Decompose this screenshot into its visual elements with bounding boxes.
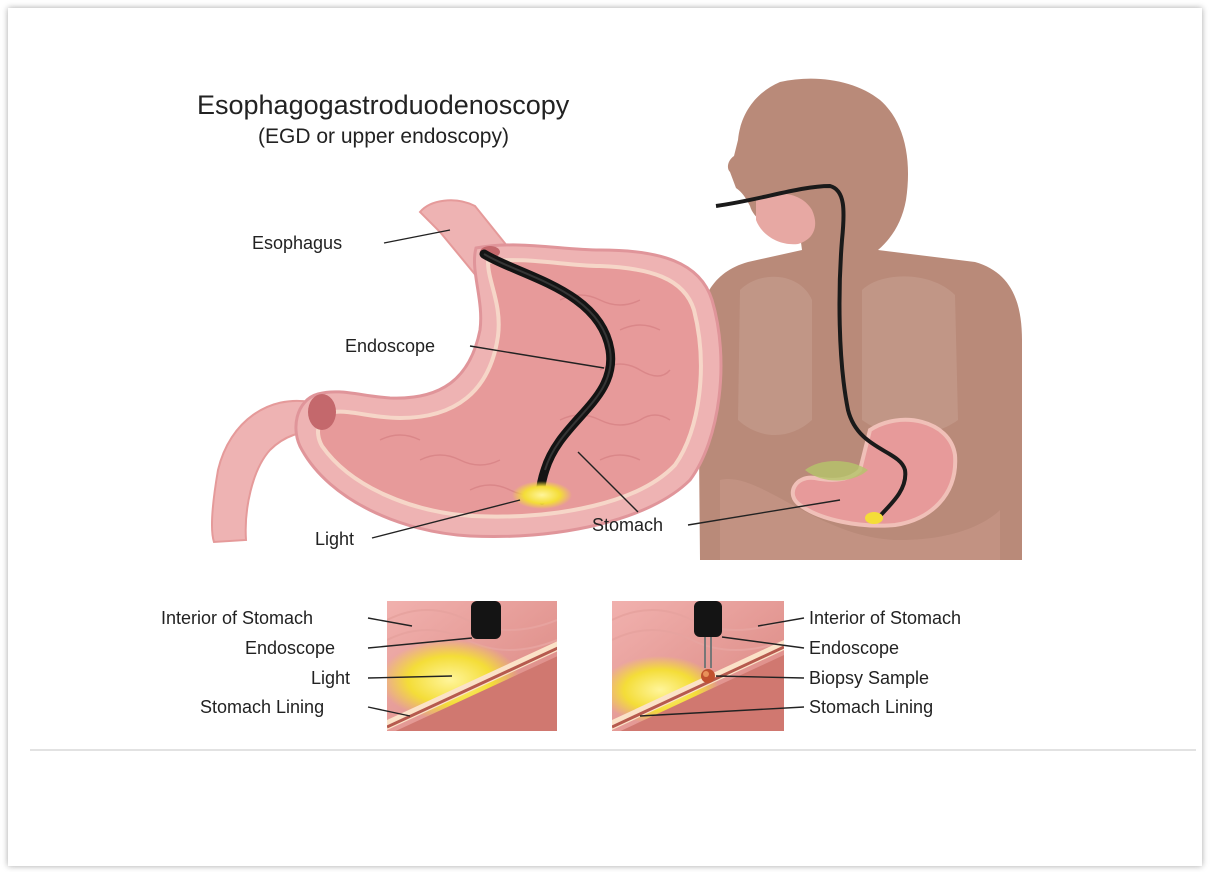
inset-left-interior-label: Interior of Stomach bbox=[161, 608, 313, 628]
label-endoscope: Endoscope bbox=[345, 336, 435, 356]
inset-left-lining-label: Stomach Lining bbox=[200, 697, 324, 717]
inset-left-endoscope-label: Endoscope bbox=[245, 638, 335, 658]
inset-right-biopsy-label: Biopsy Sample bbox=[809, 668, 929, 688]
inset-right-endoscope-label: Endoscope bbox=[809, 638, 899, 658]
inset-right-lining-label: Stomach Lining bbox=[809, 697, 933, 717]
body-silhouette bbox=[698, 79, 1022, 560]
label-light: Light bbox=[315, 529, 354, 549]
diagram-title: Esophagogastroduodenoscopy bbox=[197, 90, 570, 120]
inset-biopsy bbox=[600, 601, 787, 735]
inset-right-interior-label: Interior of Stomach bbox=[809, 608, 961, 628]
diagram-subtitle: (EGD or upper endoscopy) bbox=[258, 125, 509, 148]
label-stomach: Stomach bbox=[592, 515, 663, 535]
label-esophagus: Esophagus bbox=[252, 233, 342, 253]
inset-left-light-label: Light bbox=[311, 668, 350, 688]
